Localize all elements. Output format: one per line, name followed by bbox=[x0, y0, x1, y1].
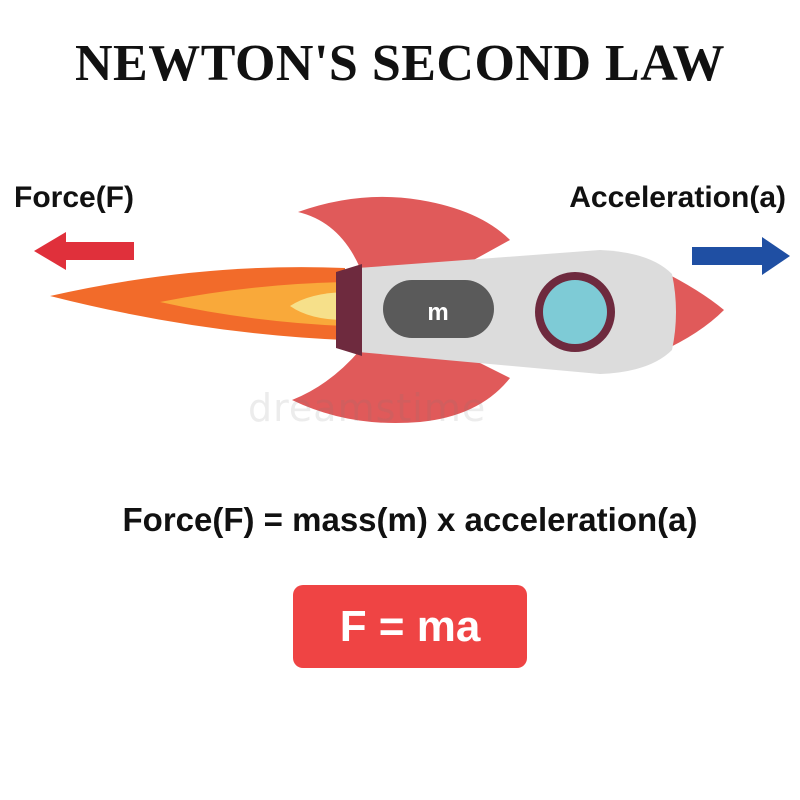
formula-badge: F = ma bbox=[293, 585, 527, 668]
page-title: NEWTON'S SECOND LAW bbox=[74, 35, 726, 92]
mass-pill bbox=[383, 280, 494, 338]
force-label: Force(F) bbox=[14, 181, 134, 214]
equation-text: Force(F) = mass(m) x acceleration(a) bbox=[122, 501, 698, 538]
mass-label: m bbox=[427, 299, 448, 326]
formula-text: F = ma bbox=[339, 601, 481, 651]
left-arrow-icon bbox=[34, 232, 134, 270]
acceleration-label: Acceleration(a) bbox=[569, 181, 786, 214]
flame-icon bbox=[50, 267, 345, 340]
window-icon bbox=[543, 280, 607, 344]
rocket-icon bbox=[292, 196, 724, 424]
watermark: dreamstime bbox=[248, 386, 487, 430]
right-arrow-icon bbox=[692, 237, 790, 275]
